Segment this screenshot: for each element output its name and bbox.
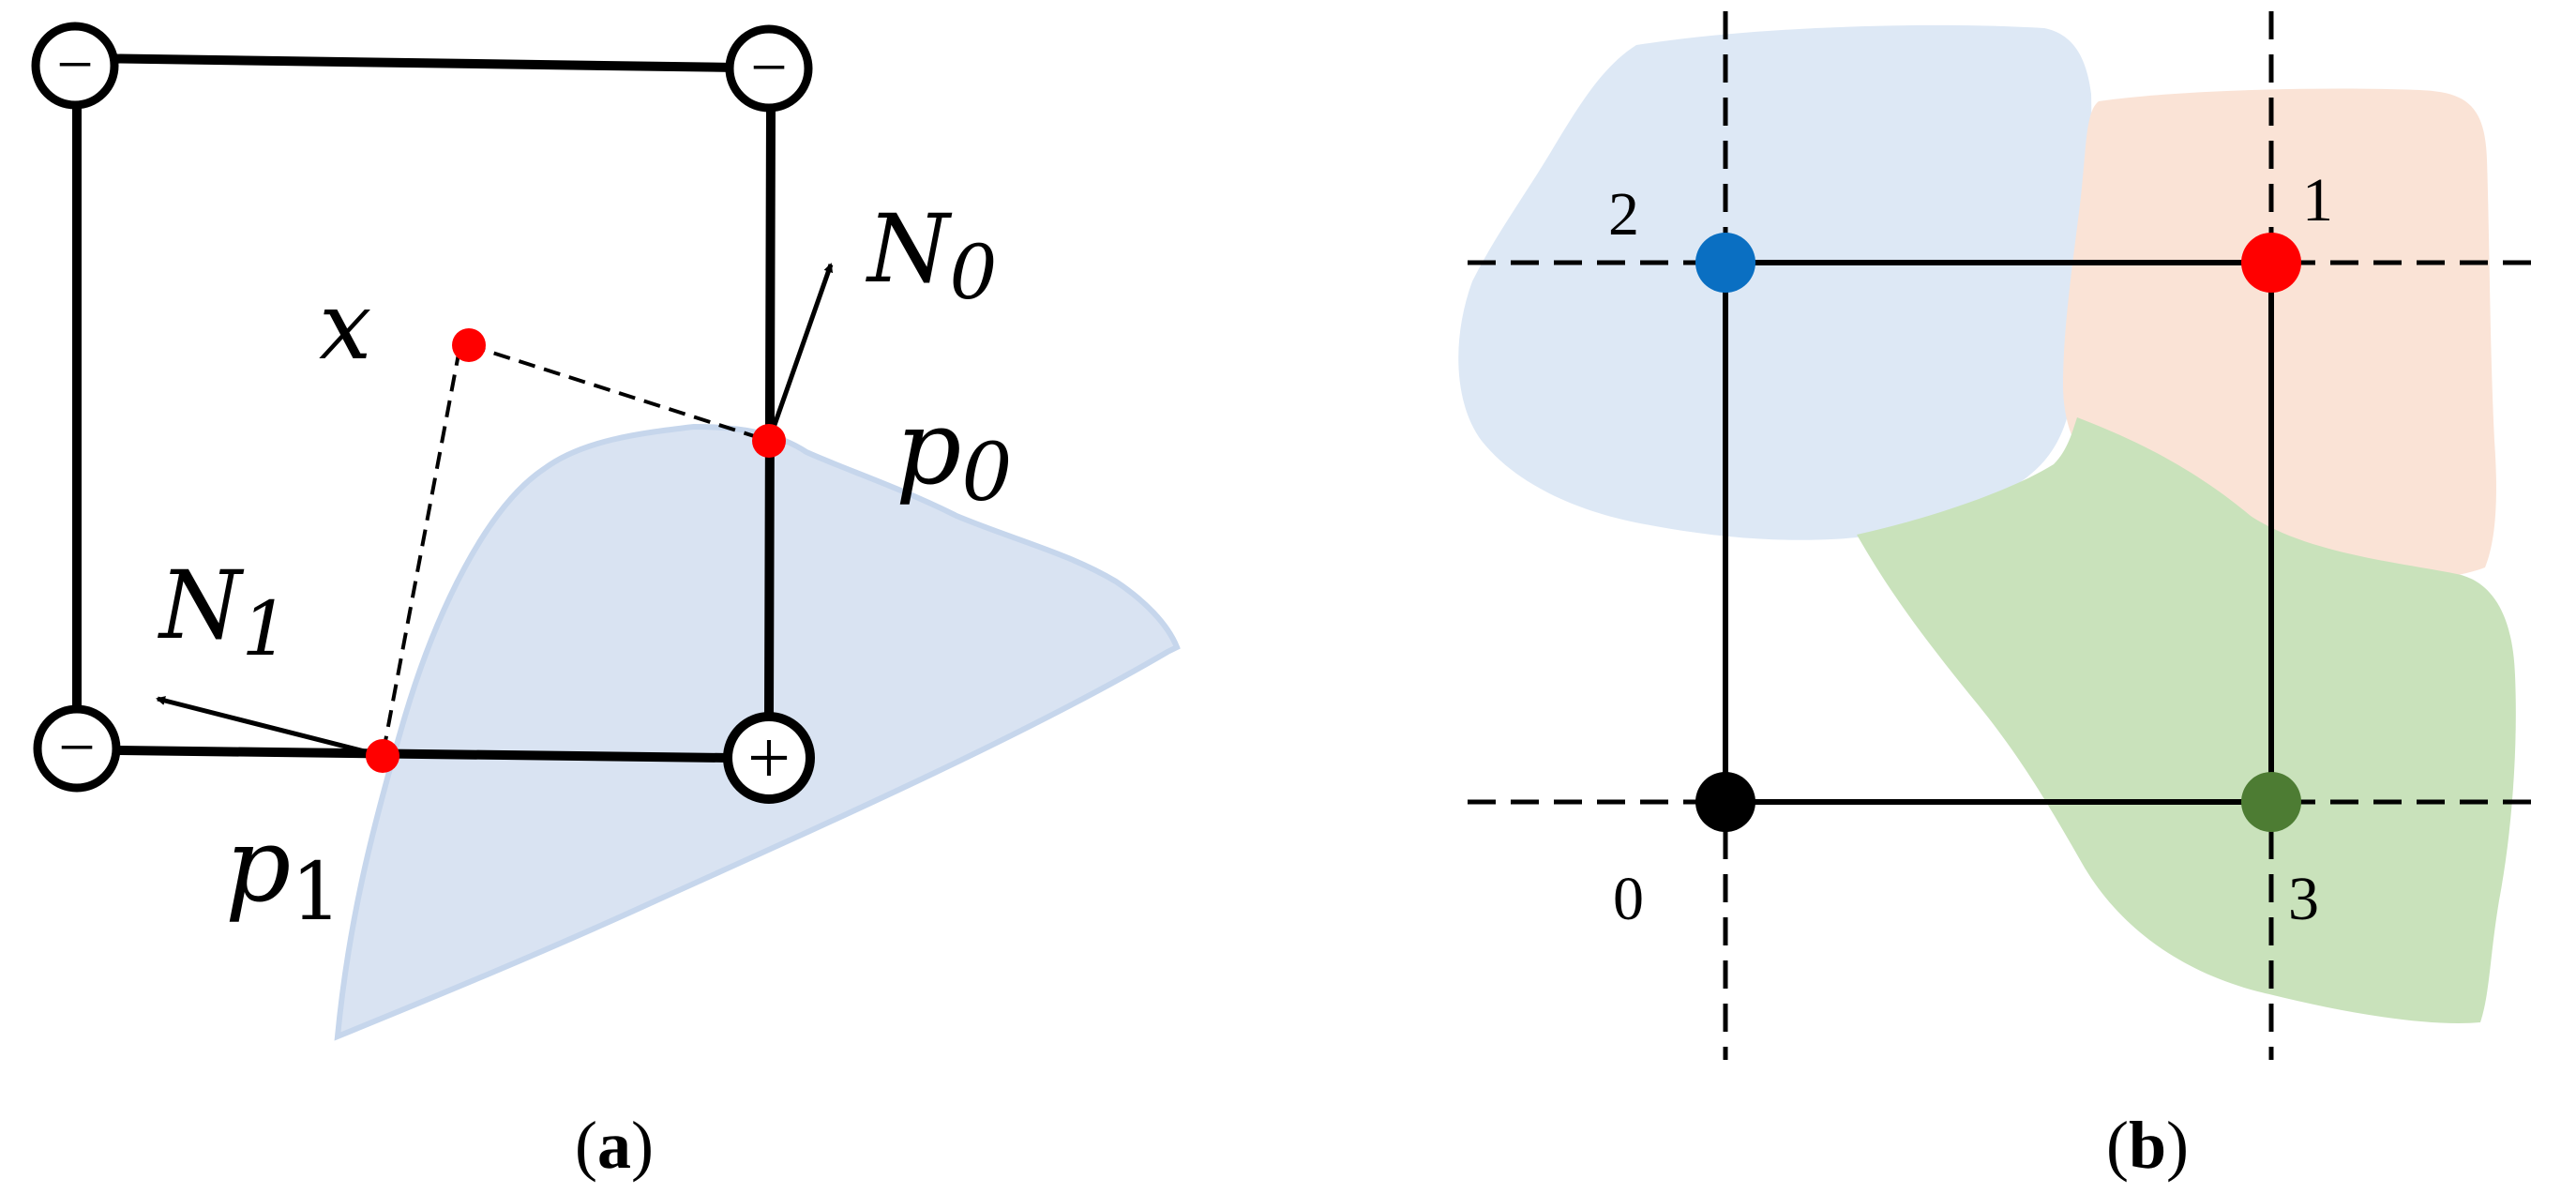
caption-a-open: ( xyxy=(575,1108,597,1183)
label-n1-sub: 1 xyxy=(242,585,290,673)
vertex-2 xyxy=(1695,233,1755,293)
normal-0-arrow xyxy=(766,263,834,442)
corner-top-left-sign: − xyxy=(56,29,93,101)
label-x: x xyxy=(319,271,371,381)
label-n0: N0 xyxy=(866,194,997,316)
corner-bottom-left-sign: − xyxy=(58,712,95,784)
label-n1: N1 xyxy=(158,551,289,673)
caption-a-close: ) xyxy=(631,1108,654,1183)
label-p1: p1 xyxy=(225,805,342,939)
vertex-label-1: 1 xyxy=(2302,166,2333,234)
label-n0-main: N xyxy=(866,194,953,304)
edge-top xyxy=(78,53,742,72)
caption-b-open: ( xyxy=(2106,1108,2129,1183)
dashed-projections xyxy=(381,343,770,757)
label-p0-main: p xyxy=(896,387,961,507)
point-x xyxy=(452,328,486,362)
label-p1-sub: 1 xyxy=(291,846,341,939)
label-p1-main: p xyxy=(225,805,291,925)
caption-b-letter: b xyxy=(2129,1108,2166,1183)
vertex-label-3: 3 xyxy=(2288,865,2319,933)
vertex-label-0: 0 xyxy=(1613,865,1644,933)
label-n1-main: N xyxy=(158,551,245,660)
panel-a: − − − + x N0 N1 p0 p1 xyxy=(31,22,1181,1183)
vertex-0 xyxy=(1695,772,1755,832)
corner-bottom-right: + xyxy=(723,712,815,804)
cell-edges xyxy=(72,53,776,763)
label-n0-sub: 0 xyxy=(950,229,998,316)
normal-1-arrow xyxy=(156,696,384,759)
region-green xyxy=(1857,417,2516,1023)
panel-b: 0 1 2 3 (b) xyxy=(1458,11,2532,1183)
dashed-x-p1 xyxy=(381,348,461,757)
region-orange xyxy=(2063,88,2496,582)
label-p0-sub: 0 xyxy=(961,427,1012,520)
vertex-1 xyxy=(2241,233,2301,293)
region-blue xyxy=(1458,24,2092,540)
label-p0: p0 xyxy=(896,387,1013,520)
dashed-x-p0 xyxy=(468,343,770,443)
edge-bottom xyxy=(115,746,734,763)
corner-top-left: − xyxy=(31,22,119,110)
corner-top-right: − xyxy=(725,24,813,113)
edge-right xyxy=(764,106,776,718)
corner-bottom-left: − xyxy=(33,704,121,793)
caption-b: (b) xyxy=(2106,1108,2189,1183)
point-p0 xyxy=(752,424,786,458)
vertex-3 xyxy=(2241,772,2301,832)
cell-square xyxy=(1723,260,2274,805)
caption-b-close: ) xyxy=(2166,1108,2189,1183)
caption-a-letter: a xyxy=(597,1108,631,1183)
point-p1 xyxy=(366,739,399,773)
caption-a: (a) xyxy=(575,1108,654,1183)
corner-top-right-sign: − xyxy=(750,32,787,104)
corner-bottom-right-sign: + xyxy=(747,715,791,800)
vertex-label-2: 2 xyxy=(1608,180,1639,249)
